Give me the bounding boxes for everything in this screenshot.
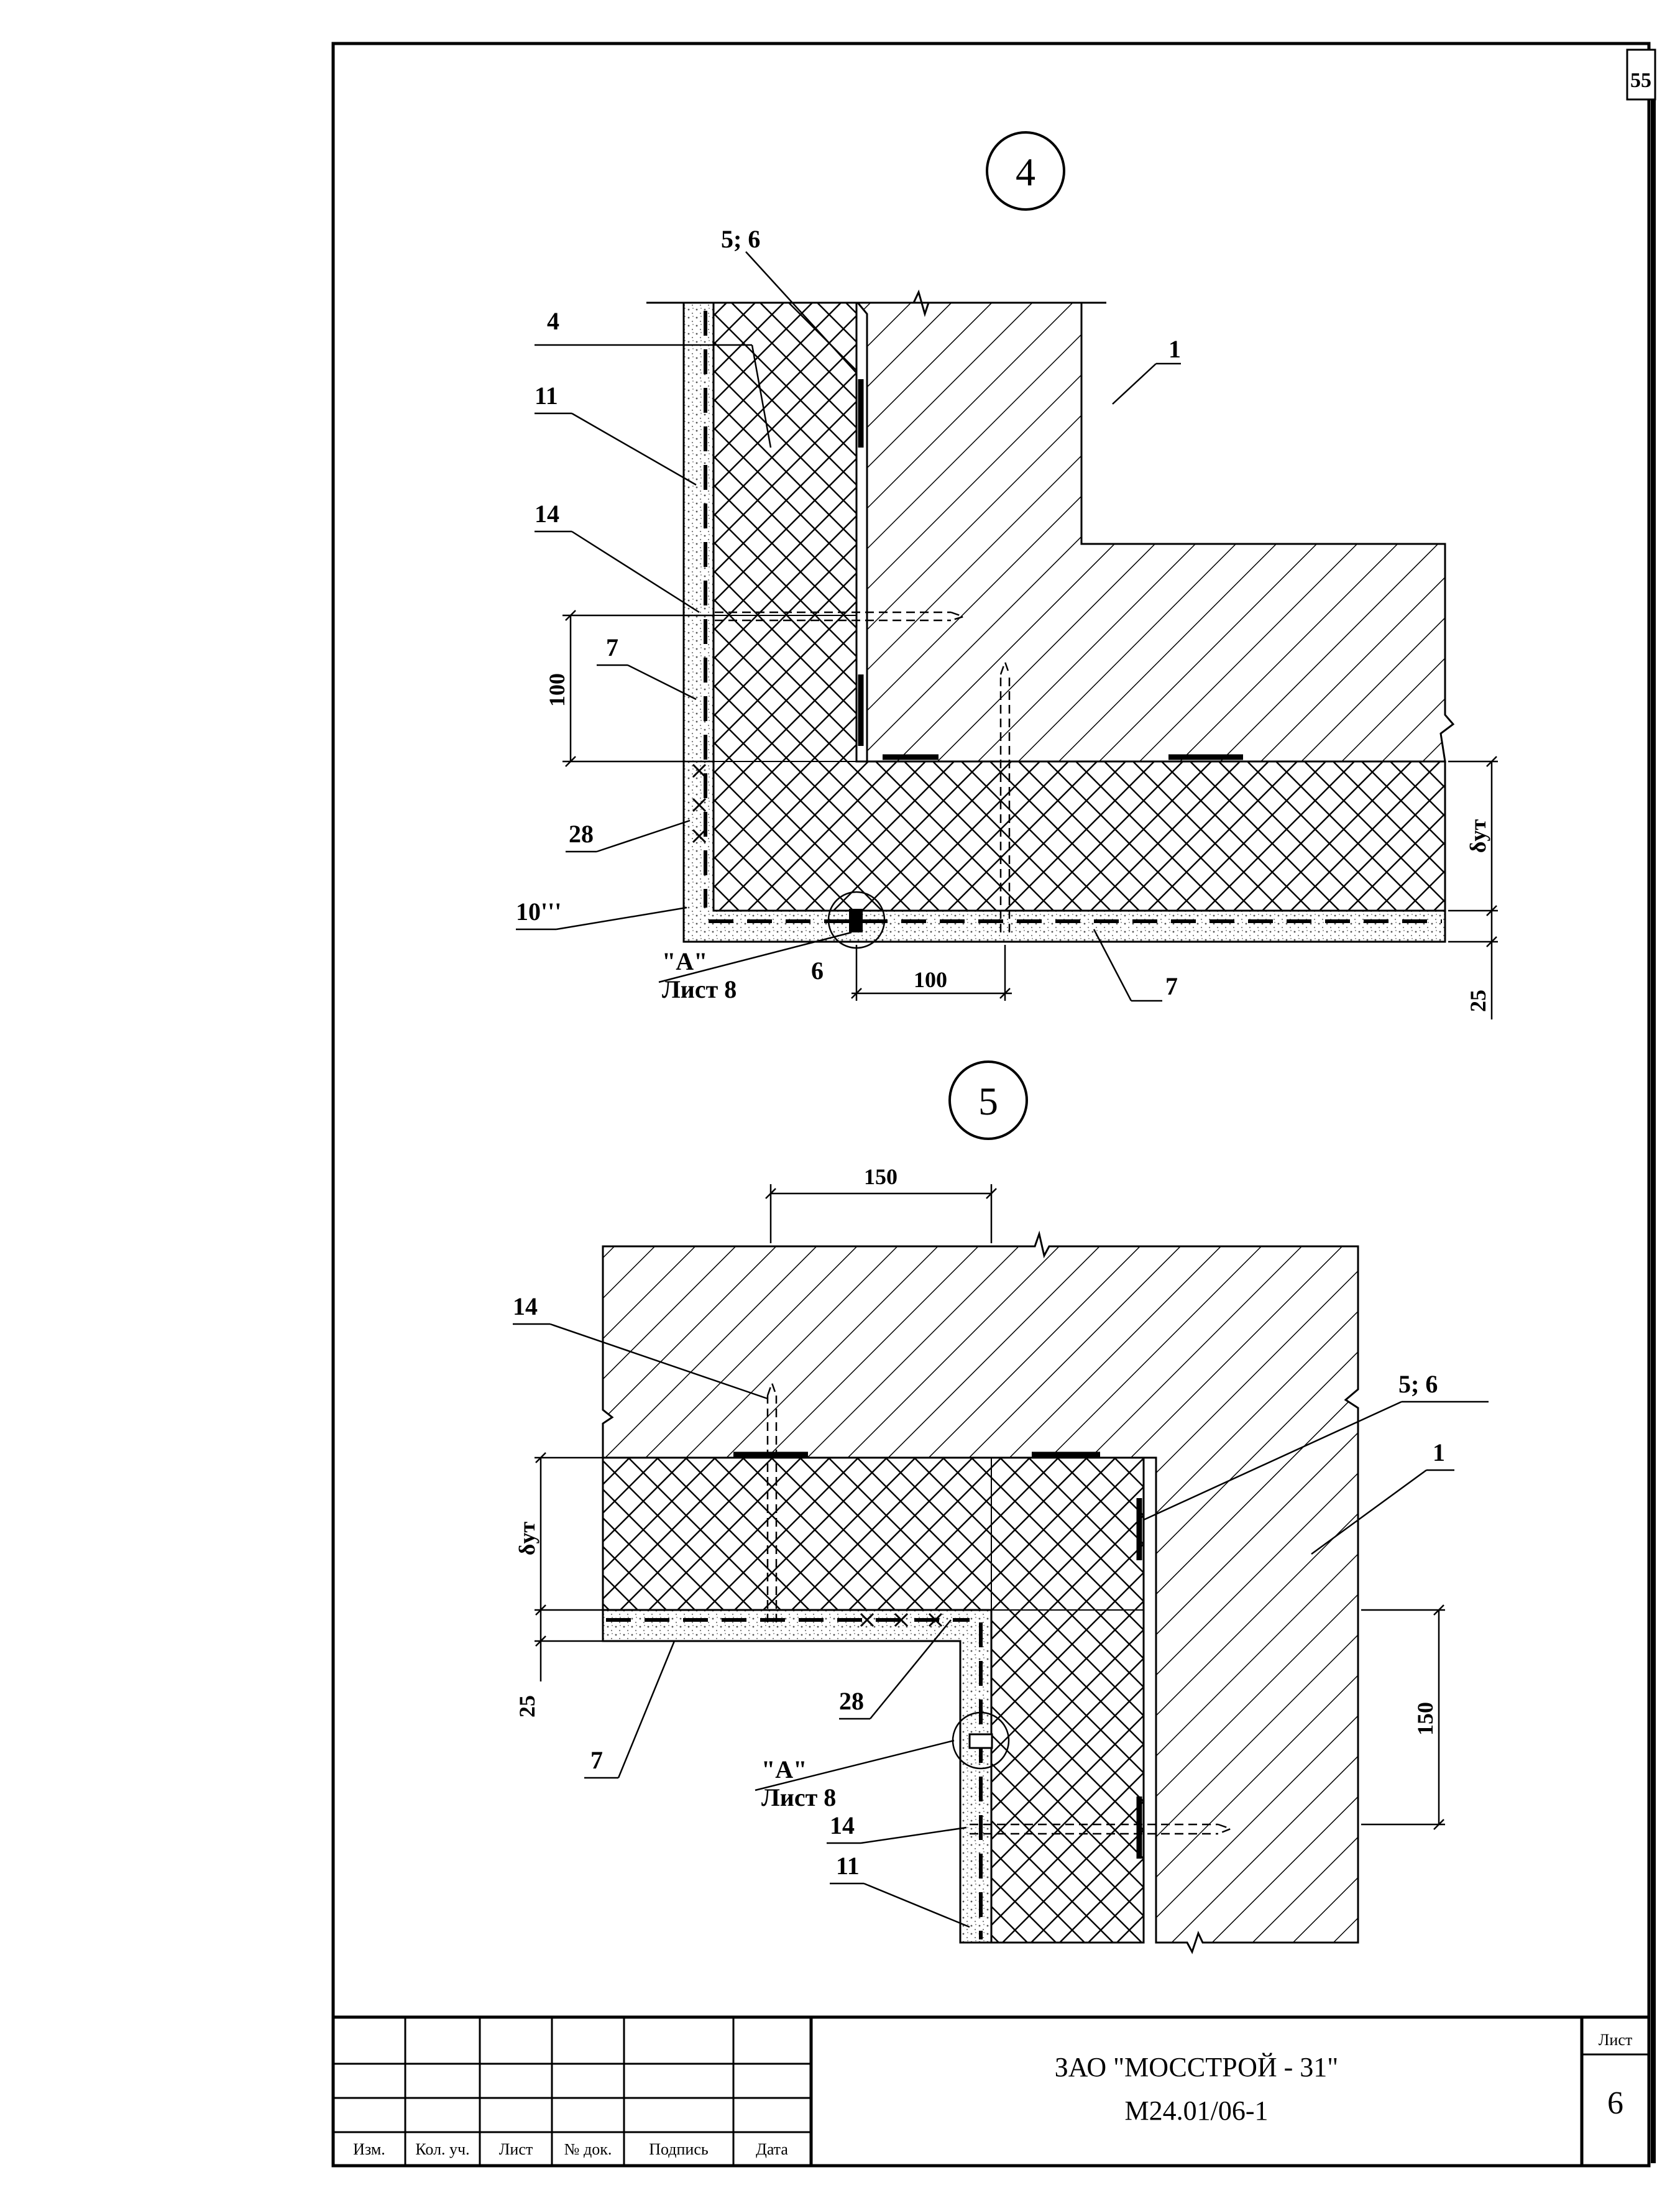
callout-14-lower: 14 [830, 1811, 855, 1839]
dim-100-vertical: 100 [544, 673, 569, 707]
callout-detail-a: "А" [761, 1755, 807, 1783]
sheet-label: Лист [1599, 2031, 1632, 2049]
callout-6: 6 [811, 957, 824, 985]
column-header-change: Изм. [353, 2140, 385, 2158]
sheet-number: 6 [1607, 2086, 1623, 2121]
callout-28: 28 [839, 1687, 864, 1715]
callout-sheet-ref: Лист 8 [761, 1783, 836, 1811]
section-5-number: 5 [978, 1079, 998, 1123]
adhesive-strips [858, 379, 1243, 760]
dim-150-vertical: 150 [1413, 1702, 1438, 1736]
section-5-marker-circle [948, 1060, 1028, 1140]
callout-sheet-ref: Лист 8 [662, 975, 737, 1003]
callout-28: 28 [569, 820, 594, 848]
callout-5-6: 5; 6 [1398, 1370, 1438, 1398]
dim-insulation-thickness: δут [515, 1522, 539, 1556]
dim-100-horizontal: 100 [914, 967, 947, 992]
company-name: ЗАО "МОССТРОЙ - 31" [1055, 2052, 1339, 2082]
column-header-date: Дата [756, 2140, 788, 2158]
callout-1: 1 [1168, 335, 1181, 363]
corner-profile-marks [860, 1612, 943, 1627]
adhesive-strips [733, 1451, 1142, 1859]
corner-mark: 55 [1630, 69, 1651, 92]
dimension-lines [535, 1184, 1445, 1830]
callout-4: 4 [547, 307, 559, 335]
section-5: 5 [513, 1060, 1489, 1954]
corner-profile-marks [692, 763, 707, 844]
callout-1: 1 [1433, 1438, 1445, 1466]
anchor-dowels [715, 611, 1011, 932]
dimension-lines [562, 610, 1498, 1019]
dim-insulation-thickness: δут [1466, 819, 1490, 853]
callout-10: 10''' [516, 898, 561, 926]
column-header-sheet: Лист [499, 2140, 533, 2158]
section-4-marker-circle [986, 131, 1065, 211]
callout-5-6: 5; 6 [721, 225, 760, 253]
title-block [333, 2015, 1649, 2166]
sheet-frame [331, 42, 1656, 2168]
callout-11: 11 [836, 1852, 860, 1880]
dim-150-horizontal: 150 [864, 1164, 897, 1189]
dim-25: 25 [1466, 990, 1490, 1012]
document-code: М24.01/06-1 [1125, 2095, 1269, 2126]
section-4: 4 [516, 131, 1498, 1019]
column-header-signature: Подпись [649, 2140, 709, 2158]
break-mark-top [646, 289, 1106, 318]
dim-25: 25 [515, 1695, 539, 1718]
anchor-dowels [766, 1381, 1233, 1835]
callout-7: 7 [590, 1746, 603, 1774]
concrete-wall [602, 1230, 1359, 1954]
callout-14: 14 [535, 500, 559, 528]
section-4-number: 4 [1016, 150, 1035, 194]
column-header-doc: № док. [564, 2140, 612, 2158]
callout-7-bottom: 7 [1165, 972, 1178, 1000]
column-header-count: Кол. уч. [415, 2140, 469, 2158]
callout-11: 11 [535, 382, 558, 410]
concrete-wall [855, 301, 1455, 763]
leader-lines [516, 251, 1181, 1002]
leader-lines [513, 1323, 1489, 1928]
callout-7: 7 [606, 633, 618, 661]
callout-detail-a: "А" [662, 947, 707, 975]
callout-14: 14 [513, 1292, 538, 1320]
